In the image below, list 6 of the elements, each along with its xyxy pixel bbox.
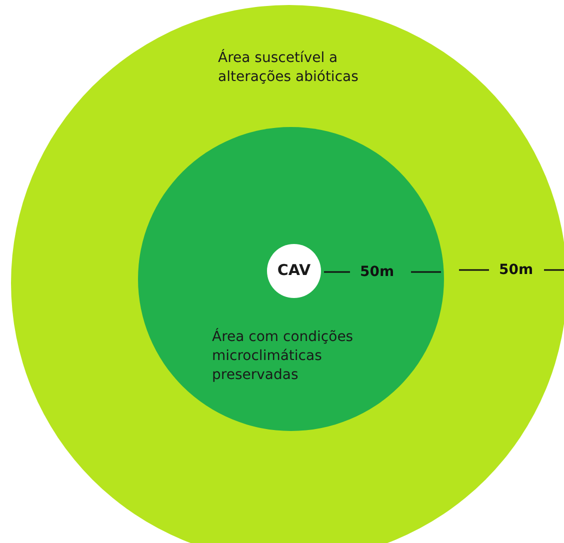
dimension-label: 50m [360,263,394,281]
zone-label: Área suscetível a alterações abióticas [218,49,360,87]
zone-label: Área com condições microclimáticas preservadas [212,328,354,385]
dimension-label: 50m [499,261,534,279]
zone-label: CAV [276,261,312,280]
circle-zone [267,244,321,298]
